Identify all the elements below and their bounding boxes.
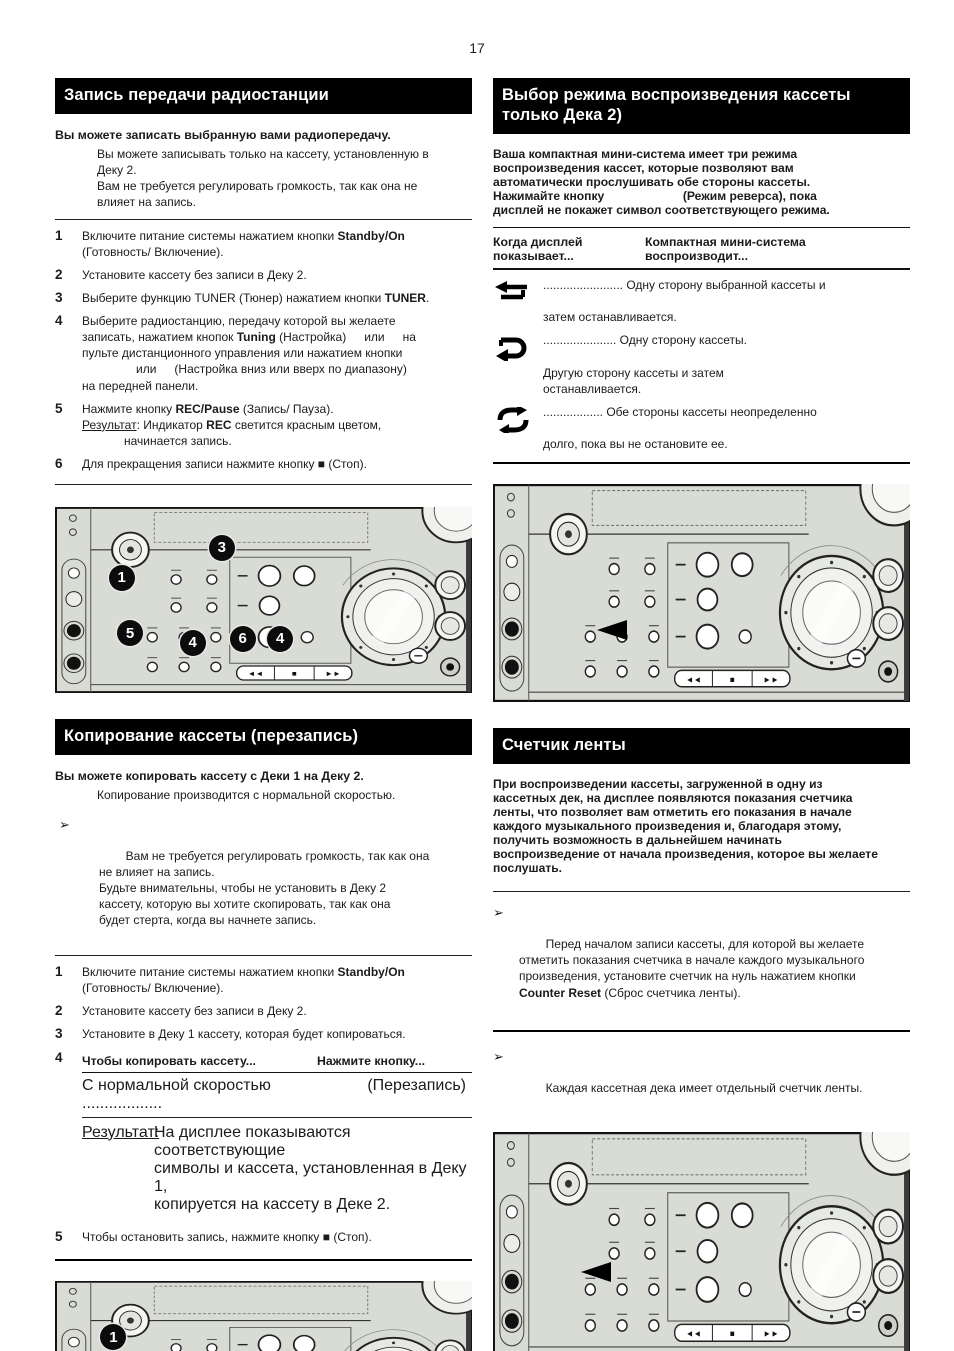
copy-table-row-right: (Перезапись) bbox=[367, 1076, 466, 1094]
step-row: 1 Включите питание системы нажатием кнопк… bbox=[55, 964, 472, 996]
mode-table-row-text: ...................... Одну сторону касс… bbox=[543, 333, 747, 396]
step-number: 4 bbox=[55, 1049, 63, 1065]
playback-mode-title-line2: только Дека 2) bbox=[502, 106, 623, 125]
mini-system-front-panel-art bbox=[493, 1132, 910, 1351]
copy-step-5: 5 Чтобы остановить запись, нажмите кнопк… bbox=[55, 1229, 472, 1245]
step-text: Установите кассету без записи в Деку 2. bbox=[82, 268, 307, 283]
step-text: Установите кассету без записи в Деку 2. bbox=[82, 1004, 307, 1019]
tape-counter-note2-block: ➢ Каждая кассетная дека имеет отдельный … bbox=[493, 1045, 910, 1115]
step-text: Чтобы остановить запись, нажмите кнопку … bbox=[82, 1229, 372, 1244]
step-number: 2 bbox=[55, 1003, 63, 1019]
record-intro: Вы можете записать выбранную вами радиоп… bbox=[55, 127, 472, 210]
record-intro-bold: Вы можете записать выбранную вами радиоп… bbox=[55, 128, 391, 143]
mode-table-rows: ........................ Одну сторону вы… bbox=[493, 277, 910, 452]
loop-arrow-icon bbox=[493, 404, 543, 438]
front-panel-figure-mode bbox=[493, 484, 910, 702]
pointer-wedge-icon bbox=[580, 1261, 611, 1282]
playback-mode-intro: Ваша компактная мини-система имеет три р… bbox=[493, 147, 830, 218]
mode-table-col1: Когда дисплей показывает... bbox=[493, 235, 583, 264]
note-arrow-icon: ➢ bbox=[493, 905, 504, 921]
one-side-arrow-icon bbox=[493, 277, 543, 309]
front-panel-figure-copy: 145 bbox=[55, 1281, 472, 1351]
record-steps-list: 1 Включите питание системы нажатием кнопк… bbox=[55, 218, 472, 485]
step-number: 1 bbox=[55, 964, 63, 980]
step-number: 1 bbox=[55, 227, 63, 243]
result-text: На дисплее показываются соответствующие … bbox=[154, 1123, 467, 1213]
playback-mode-title-line1: Выбор режима воспроизведения кассеты bbox=[502, 86, 851, 104]
pointer-wedge-icon bbox=[597, 620, 628, 641]
step-number: 5 bbox=[55, 400, 63, 416]
section-title-copy-cassette: Копирование кассеты (перезапись) bbox=[55, 718, 472, 756]
callout-badge: 1 bbox=[100, 1324, 127, 1351]
step-text: Включите питание системы нажатием кнопки… bbox=[82, 965, 405, 996]
step-number: 3 bbox=[55, 290, 63, 306]
note-arrow-icon: ➢ bbox=[59, 816, 70, 832]
mode-table-row-text: .................. Обе стороны кассеты н… bbox=[543, 404, 817, 451]
step-text: Выберите радиостанцию, передачу которой … bbox=[82, 314, 416, 393]
copy-note-text: Вам не требуется регулировать громкость,… bbox=[99, 848, 430, 928]
mode-table-col2: Компактная мини-система воспроизводит... bbox=[645, 235, 806, 264]
mode-table-row: ...................... Одну сторону касс… bbox=[493, 332, 910, 396]
copy-note: ➢ Вам не требуется регулировать громкост… bbox=[55, 813, 472, 948]
mode-table-row: ........................ Одну сторону вы… bbox=[493, 277, 910, 325]
front-panel-figure-counter bbox=[493, 1132, 910, 1351]
step-row: 6 Для прекращения записи нажмите кнопку ■… bbox=[55, 456, 472, 472]
copy-mini-table: Чтобы копировать кассету... Нажмите кноп… bbox=[82, 1052, 472, 1216]
tape-counter-note1: Перед началом записи кассеты, для которо… bbox=[519, 937, 865, 1000]
section-title-playback-mode: Выбор режима воспроизведения кассеты тол… bbox=[493, 78, 910, 135]
step-text: Нажмите кнопку REC/Pause (Запись/ Пауза)… bbox=[82, 401, 382, 448]
copy-steps-list: 1 Включите питание системы нажатием кнопк… bbox=[55, 955, 472, 1261]
mini-system-front-panel-art bbox=[55, 507, 472, 693]
result-label: Результат: bbox=[82, 1123, 160, 1141]
callout-badge: 4 bbox=[179, 629, 206, 656]
step-row: 5 Нажмите кнопку REC/Pause (Запись/ Пауза… bbox=[55, 401, 472, 449]
step-row: 2 Установите кассету без записи в Деку 2. bbox=[55, 1003, 472, 1019]
callout-badge: 3 bbox=[208, 534, 235, 561]
callout-badge: 4 bbox=[267, 625, 294, 652]
copy-table-row-left: С нормальной скоростью .................… bbox=[82, 1076, 271, 1112]
playback-mode-table: Когда дисплей показывает... Компактная м… bbox=[493, 227, 910, 465]
tape-counter-note2: Каждая кассетная дека имеет отдельный сч… bbox=[545, 1080, 863, 1095]
copy-table-col2: Нажмите кнопку... bbox=[317, 1053, 426, 1068]
record-intro-detail: Вы можете записывать только на кассету, … bbox=[97, 146, 429, 209]
section-title-tape-counter: Счетчик ленты bbox=[493, 728, 910, 765]
copy-table-col1: Чтобы копировать кассету... bbox=[82, 1053, 256, 1068]
mode-table-row: .................. Обе стороны кассеты н… bbox=[493, 404, 910, 452]
step-number: 3 bbox=[55, 1026, 63, 1042]
step-text: Выберите функцию TUNER (Тюнер) нажатием … bbox=[82, 291, 430, 306]
copy-intro-bold: Вы можете копировать кассету с Деки 1 на… bbox=[55, 769, 364, 784]
mode-table-row-text: ........................ Одну сторону вы… bbox=[543, 278, 826, 325]
step-text: Для прекращения записи нажмите кнопку ■ … bbox=[82, 456, 367, 471]
step-row: 2 Установите кассету без записи в Деку 2. bbox=[55, 267, 472, 283]
copy-intro-detail: Копирование производится с нормальной ск… bbox=[97, 787, 396, 802]
right-column: Выбор режима воспроизведения кассеты тол… bbox=[493, 78, 910, 1351]
mini-system-front-panel-art bbox=[493, 484, 910, 702]
step-number: 5 bbox=[55, 1228, 63, 1244]
callout-badge: 1 bbox=[108, 564, 135, 591]
step-text: Включите питание системы нажатием кнопки… bbox=[82, 228, 405, 259]
step-number: 2 bbox=[55, 267, 63, 283]
step-row: 3 Установите в Деку 1 кассету, которая бу… bbox=[55, 1026, 472, 1042]
tape-counter-note1-block: ➢ Перед началом записи кассеты, для кото… bbox=[493, 891, 910, 1032]
copy-steps-1-3: 1 Включите питание системы нажатием кнопк… bbox=[55, 964, 472, 1042]
step-number: 6 bbox=[55, 455, 63, 471]
copy-intro: Вы можете копировать кассету с Деки 1 на… bbox=[55, 768, 472, 803]
page-number: 17 bbox=[469, 40, 485, 56]
left-column: Запись передачи радиостанции Вы можете з… bbox=[55, 78, 472, 1351]
callout-badge: 5 bbox=[117, 620, 144, 647]
step-row: 1 Включите питание системы нажатием кнопк… bbox=[55, 228, 472, 260]
step-number: 4 bbox=[55, 313, 63, 329]
step-text: Установите в Деку 1 кассету, которая буд… bbox=[82, 1027, 406, 1042]
u-turn-arrow-icon bbox=[493, 332, 543, 366]
copy-step-4: 4 Чтобы копировать кассету... Нажмите кн… bbox=[55, 1050, 472, 1222]
note-arrow-icon: ➢ bbox=[493, 1048, 504, 1064]
step-row: 4 Выберите радиостанцию, передачу которой… bbox=[55, 313, 472, 393]
step-row: 3 Выберите функцию TUNER (Тюнер) нажатием… bbox=[55, 290, 472, 306]
callout-badge: 6 bbox=[229, 625, 256, 652]
section-title-record-broadcast: Запись передачи радиостанции bbox=[55, 78, 472, 115]
tape-counter-paragraph: При воспроизведении кассеты, загруженной… bbox=[493, 777, 878, 876]
